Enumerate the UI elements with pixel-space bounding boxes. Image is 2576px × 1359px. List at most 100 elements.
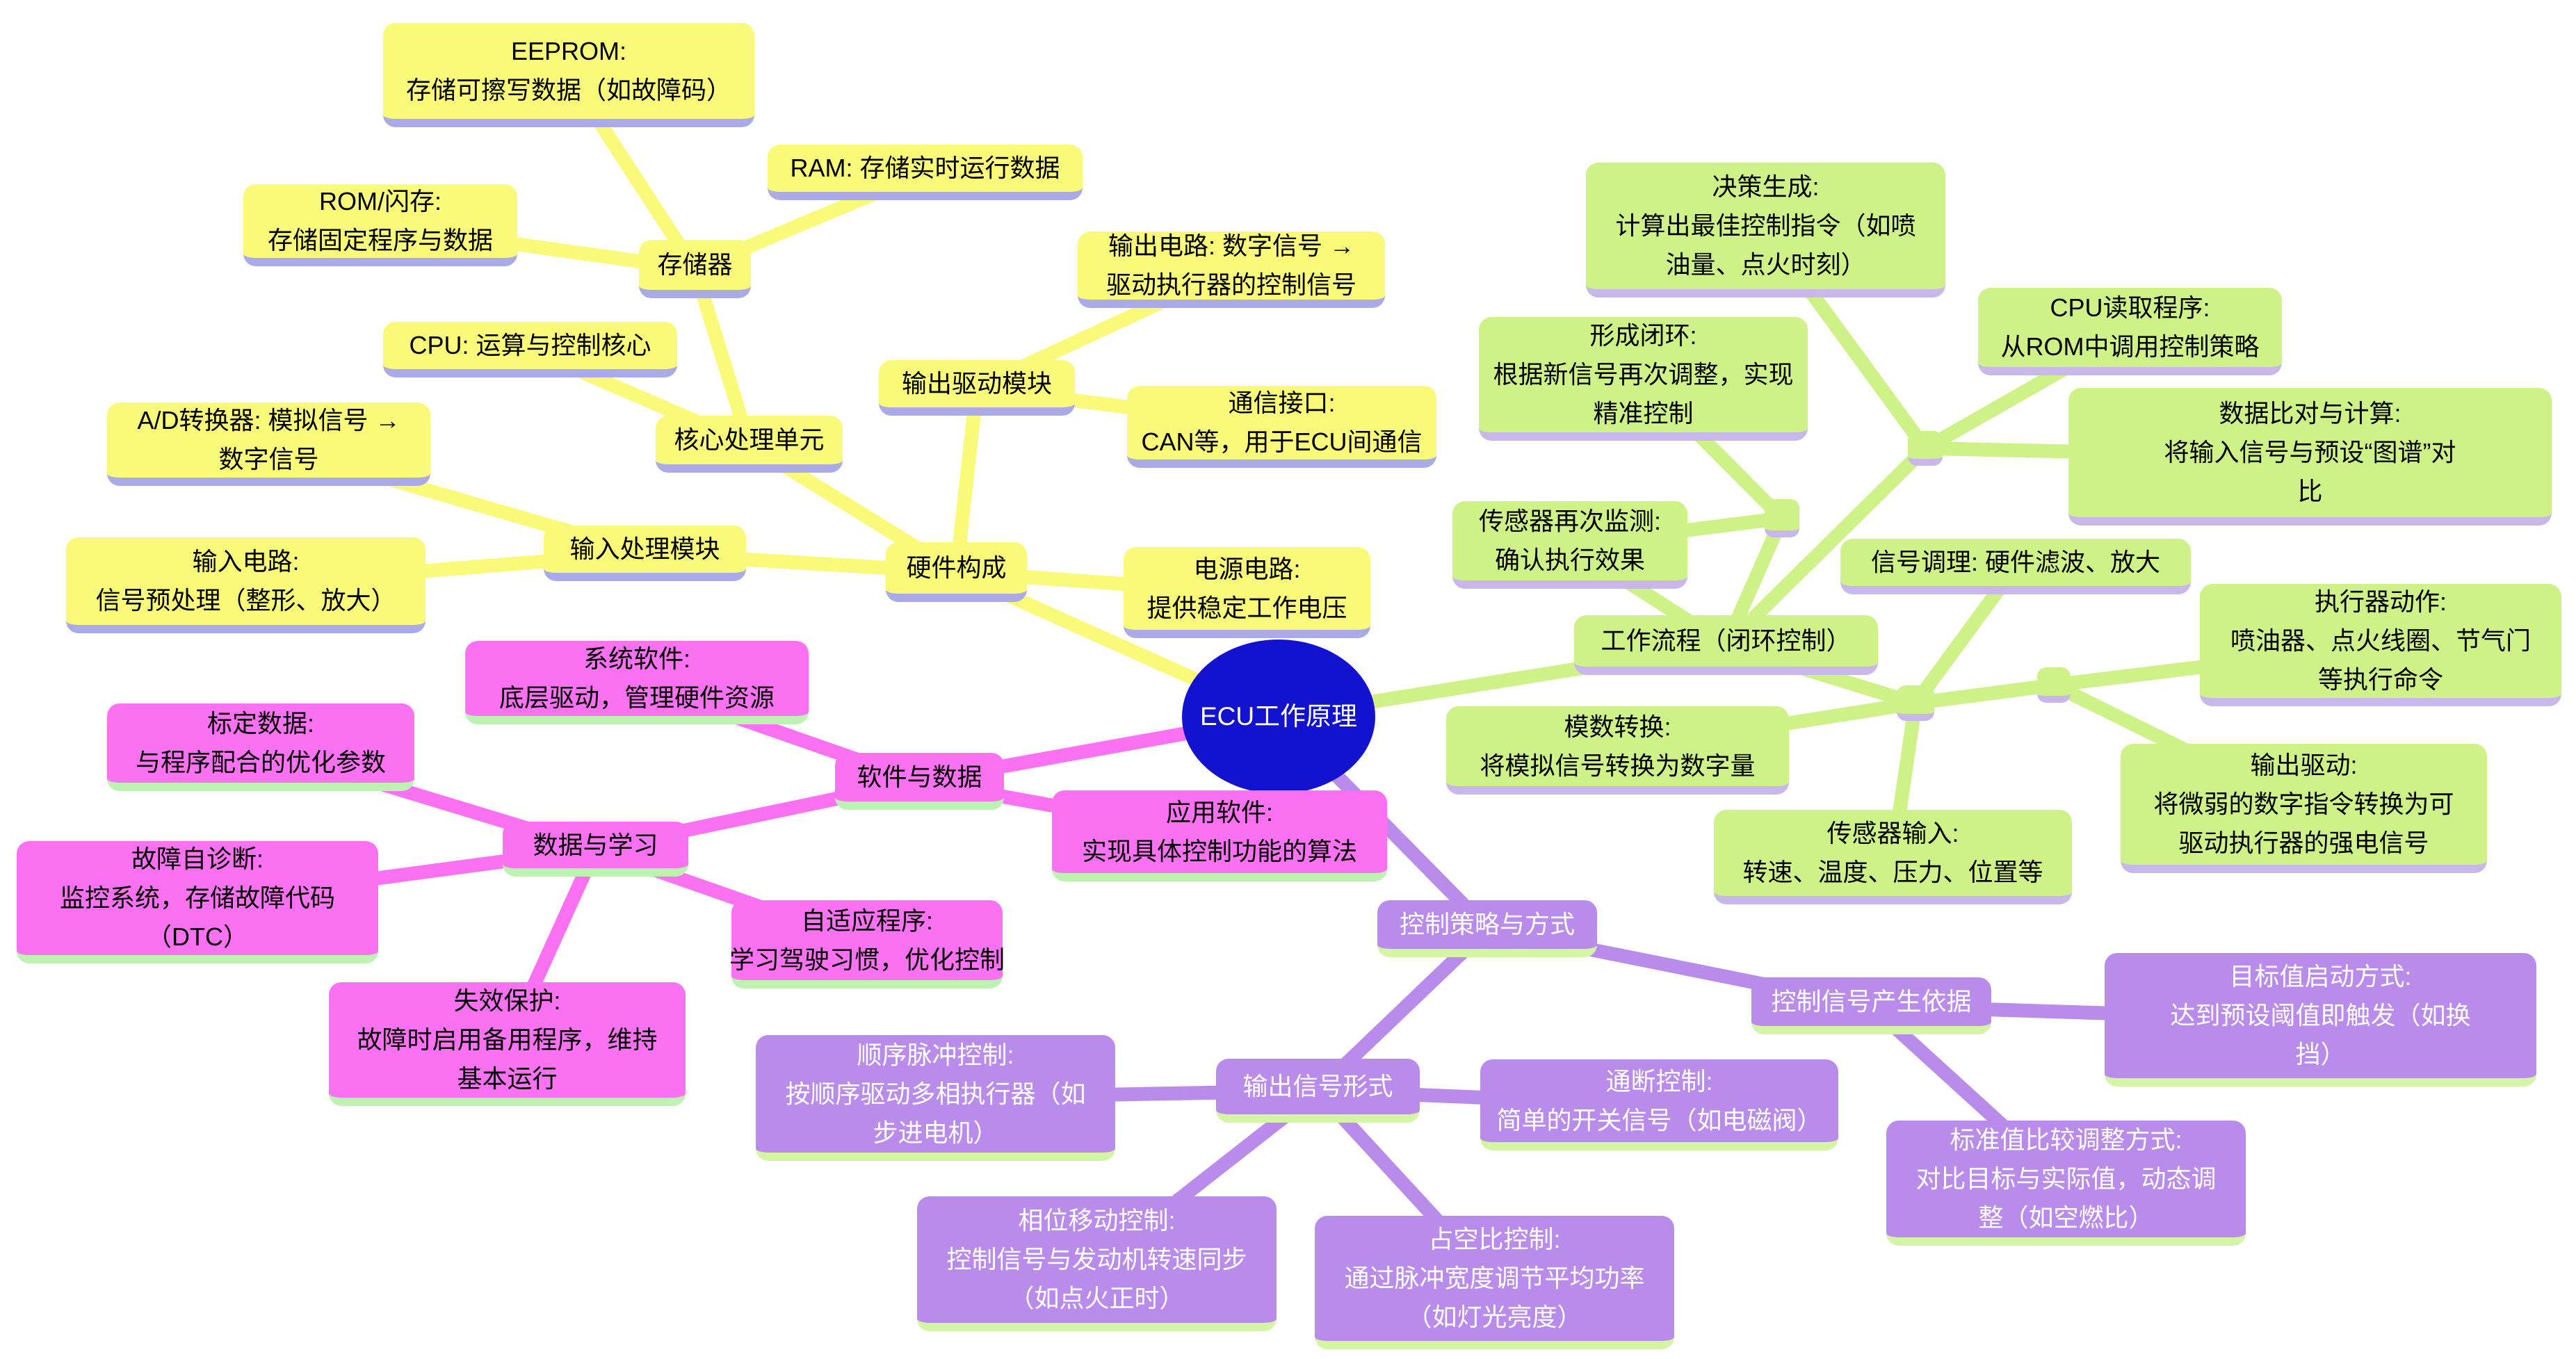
node-ad-converter[interactable]: A/D转换器: 模拟信号 →数字信号 [107, 402, 430, 486]
node-output-circuit[interactable]: 输出电路: 数字信号 →驱动执行器的控制信号 [1078, 231, 1385, 308]
node-actuator-action[interactable]: 执行器动作:喷油器、点火线圈、节气门等执行命令 [2200, 584, 2561, 706]
node-label-line: 占空比控制: [1428, 1225, 1561, 1253]
node-label-line: 根据新信号再次调整，实现 [1493, 360, 1794, 389]
node-label-line: 软件与数据 [857, 763, 982, 791]
node-label-line: 挡） [2295, 1040, 2346, 1068]
node-data-comparison[interactable]: 数据比对与计算:将输入信号与预设“图谱”对比 [2068, 388, 2552, 526]
node-label-line: 学习驾驶习惯，优化控制 [729, 945, 1005, 974]
node-ad-conversion[interactable]: 模数转换:将模拟信号转换为数字量 [1446, 706, 1789, 795]
node-label-line: 底层驱动，管理硬件资源 [499, 683, 775, 712]
node-memory[interactable]: 存储器 [639, 240, 751, 298]
node-label-line: 控制策略与方式 [1399, 910, 1575, 938]
node-fail-safe[interactable]: 失效保护:故障时启用备用程序，维持基本运行 [329, 982, 686, 1106]
node-label-line: 数据与学习 [533, 830, 658, 859]
node-label-line: 输出电路: 数字信号 → [1108, 231, 1354, 260]
node-label-line: 计算出最佳控制指令（如喷 [1615, 211, 1916, 240]
node-decision-generation[interactable]: 决策生成:计算出最佳控制指令（如喷油量、点火时刻） [1586, 163, 1945, 298]
edge-core-processing-unit-memory [688, 267, 756, 446]
node-closed-loop[interactable]: 形成闭环:根据新信号再次调整，实现精准控制 [1479, 317, 1808, 441]
node-input-processing-module[interactable]: 输入处理模块 [544, 526, 746, 581]
node-power-circuit[interactable]: 电源电路: 提供稳定工作电压 [1124, 547, 1370, 638]
node-target-value-trigger[interactable]: 目标值启动方式:达到预设阈值即触发（如换挡） [2105, 953, 2536, 1087]
node-label-line: 存储可擦写数据（如故障码） [405, 76, 731, 104]
node-label-line: 提供稳定工作电压 [1147, 593, 1347, 622]
node-rom-flash[interactable]: ROM/闪存:存储固定程序与数据 [243, 184, 517, 266]
node-workflow-root[interactable]: 工作流程（闭环控制） [1574, 615, 1878, 675]
node-label-line: 驱动执行器的强电信号 [2178, 829, 2429, 857]
node-label-line: 实现具体控制功能的算法 [1081, 836, 1357, 865]
node-label-line: 形成闭环: [1589, 321, 1697, 350]
node-center[interactable]: ECU工作原理 [1182, 640, 1375, 794]
node-label-line: 模数转换: [1564, 712, 1671, 741]
node-control-strategy[interactable]: 控制策略与方式 [1377, 900, 1597, 957]
node-cpu[interactable]: CPU: 运算与控制核心 [383, 322, 677, 377]
node-label-line: 存储固定程序与数据 [267, 226, 493, 254]
node-output-signal-form[interactable]: 输出信号形式 [1216, 1059, 1420, 1123]
node-output-drive[interactable]: 输出驱动:将微弱的数字指令转换为可驱动执行器的强电信号 [2121, 744, 2487, 873]
node-label-line: 顺序脉冲控制: [857, 1040, 1014, 1069]
node-sensor-recheck[interactable]: 传感器再次监测:确认执行效果 [1452, 501, 1687, 589]
node-eeprom[interactable]: EEPROM:存储可擦写数据（如故障码） [383, 23, 754, 127]
node-label-line: CPU读取程序: [2050, 293, 2210, 322]
node-label-line: 通过脉冲宽度调节平均功率 [1344, 1264, 1645, 1292]
node-application-software[interactable]: 应用软件:实现具体控制功能的算法 [1052, 790, 1387, 881]
node-input-circuit[interactable]: 输入电路:信号预处理（整形、放大） [66, 537, 426, 633]
node-software-data[interactable]: 软件与数据 [835, 753, 1004, 810]
edge-workflow-root-junction-1 [1721, 443, 1931, 651]
node-label-line: 转速、温度、压力、位置等 [1742, 858, 2043, 886]
edge-junction-3-junction-4 [1914, 678, 2055, 710]
node-data-learning[interactable]: 数据与学习 [503, 822, 688, 877]
node-core-processing-unit[interactable]: 核心处理单元 [656, 416, 843, 473]
node-label-line: 油量、点火时刻） [1665, 250, 1866, 279]
node-signal-conditioning[interactable]: 信号调理: 硬件滤波、放大 [1840, 539, 2191, 594]
node-label-line: 电源电路: [1193, 554, 1301, 583]
edge-hardware-composition-output-drive-module [949, 386, 984, 573]
node-label-line: 控制信号产生依据 [1771, 987, 1972, 1016]
node-label-line: 从ROM中调用控制策略 [2000, 332, 2260, 361]
node-label-line: 信号调理: 硬件滤波、放大 [1870, 548, 2160, 576]
node-label-line: 传感器再次监测: [1478, 507, 1661, 535]
node-label-line: 系统软件: [583, 644, 690, 673]
node-duty-cycle-control[interactable]: 占空比控制: 通过脉冲宽度调节平均功率 （如灯光亮度） [1315, 1216, 1674, 1349]
node-sequential-pulse[interactable]: 顺序脉冲控制: 按顺序驱动多相执行器（如步进电机） [756, 1035, 1115, 1161]
node-label-line: （DTC） [147, 922, 248, 951]
node-system-software[interactable]: 系统软件: 底层驱动，管理硬件资源 [465, 641, 809, 724]
node-fault-diagnosis[interactable]: 故障自诊断:监控系统，存储故障代码（DTC） [17, 841, 378, 963]
node-ram[interactable]: RAM: 存储实时运行数据 [768, 145, 1083, 200]
node-comm-interface[interactable]: 通信接口:CAN等，用于ECU间通信 [1127, 386, 1436, 468]
node-label-line: 数字信号 [218, 445, 319, 473]
junction-3-node[interactable] [1897, 685, 1934, 721]
node-calibration-data[interactable]: 标定数据:与程序配合的优化参数 [107, 703, 414, 791]
node-on-off-control[interactable]: 通断控制:简单的开关信号（如电磁阀） [1480, 1059, 1838, 1150]
node-control-signal-basis[interactable]: 控制信号产生依据 [1751, 977, 1991, 1034]
node-label-line: 执行器动作: [2314, 587, 2447, 616]
node-hardware-composition[interactable]: 硬件构成 [886, 542, 1027, 602]
node-sensor-input[interactable]: 传感器输入:转速、温度、压力、位置等 [1714, 810, 2072, 904]
node-label-line: 通信接口: [1228, 389, 1336, 417]
node-label-line: 标定数据: [206, 709, 314, 738]
junction-1-node[interactable] [1908, 431, 1943, 466]
node-standard-comparison[interactable]: 标准值比较调整方式:对比目标与实际值，动态调整（如空燃比） [1886, 1121, 2246, 1246]
node-label-line: 步进电机） [873, 1118, 998, 1147]
node-label-line: 故障自诊断: [131, 845, 264, 873]
node-label-line: （如灯光亮度） [1407, 1303, 1582, 1331]
node-label-line: 相位移动控制: [1018, 1206, 1176, 1235]
node-label-line: 按顺序驱动多相执行器（如 [785, 1079, 1086, 1108]
node-cpu-read-program[interactable]: CPU读取程序: 从ROM中调用控制策略 [1978, 288, 2282, 375]
node-label-line: 失效保护: [453, 986, 561, 1015]
node-label-line: RAM: 存储实时运行数据 [790, 154, 1060, 182]
node-phase-shift-control[interactable]: 相位移动控制:控制信号与发动机转速同步（如点火正时） [917, 1196, 1277, 1331]
node-output-drive-module[interactable]: 输出驱动模块 [879, 360, 1075, 416]
node-label-line: 等执行命令 [2317, 665, 2443, 694]
node-adaptive-program[interactable]: 自适应程序: 学习驾驶习惯，优化控制 [729, 900, 1005, 988]
node-label-line: 硬件构成 [906, 553, 1007, 582]
node-label-line: 工作流程（闭环控制） [1601, 626, 1852, 655]
junction-4-node[interactable] [2037, 667, 2071, 703]
node-label-line: 自适应程序: [800, 906, 933, 935]
node-label-line: 数据比对与计算: [2219, 399, 2401, 428]
node-label-line: 输出驱动: [2250, 751, 2358, 779]
junction-2-node[interactable] [1765, 499, 1799, 537]
node-label-line: ECU工作原理 [1199, 702, 1358, 731]
node-label-line: 故障时启用备用程序，维持 [357, 1025, 658, 1054]
